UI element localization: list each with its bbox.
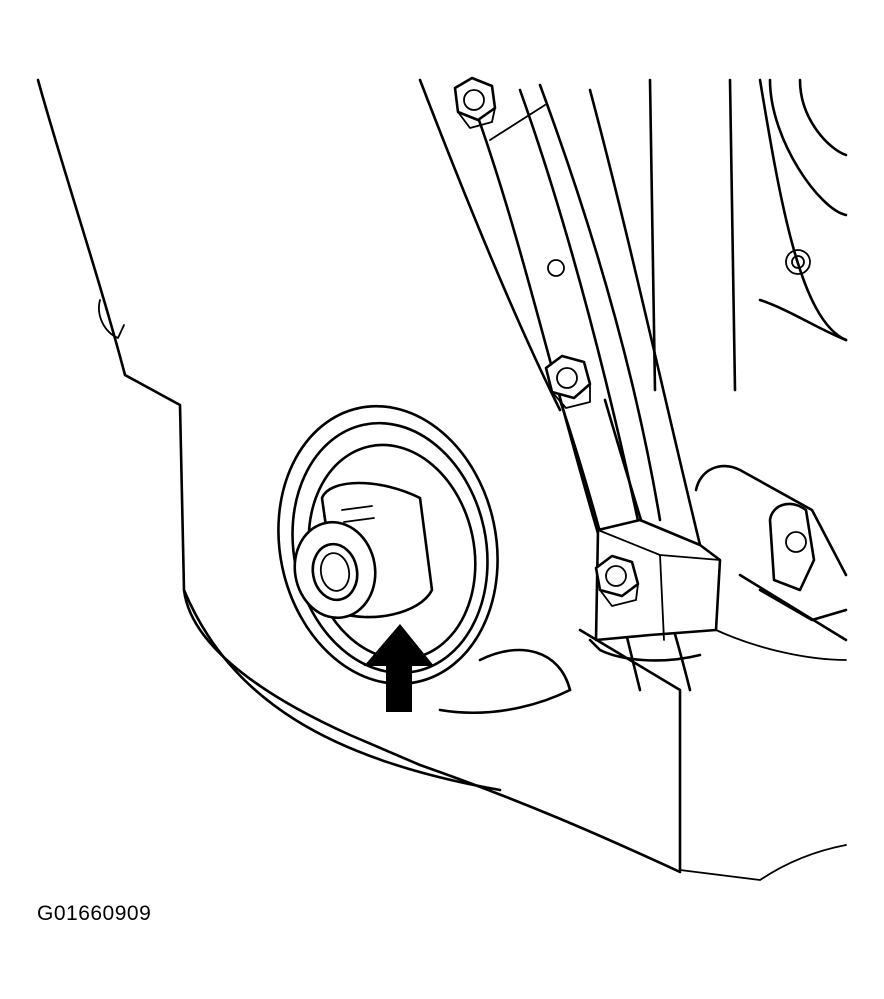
front-cover-outline [36,78,847,881]
right-block [648,78,848,392]
engine-bracket [468,83,702,692]
crankshaft-bolt-hub [293,481,434,620]
bolt-middle [544,354,592,409]
bolt-lower [594,554,640,607]
callout-arrow [364,624,434,712]
figure-code-label: G01660909 [37,902,152,925]
bolt-top [453,76,497,129]
mount-boss [694,464,848,661]
bracket-foot [588,518,722,662]
